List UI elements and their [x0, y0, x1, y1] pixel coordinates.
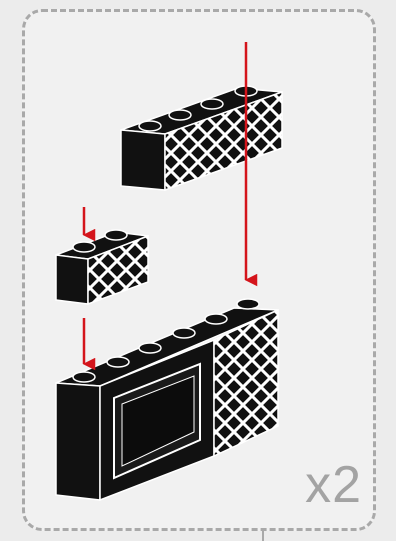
window-frame-with-lattice [56, 299, 278, 500]
brick-1x4-lattice [121, 86, 282, 190]
brick-1x2-lattice [56, 230, 148, 304]
quantity-label: x2 [305, 459, 362, 511]
